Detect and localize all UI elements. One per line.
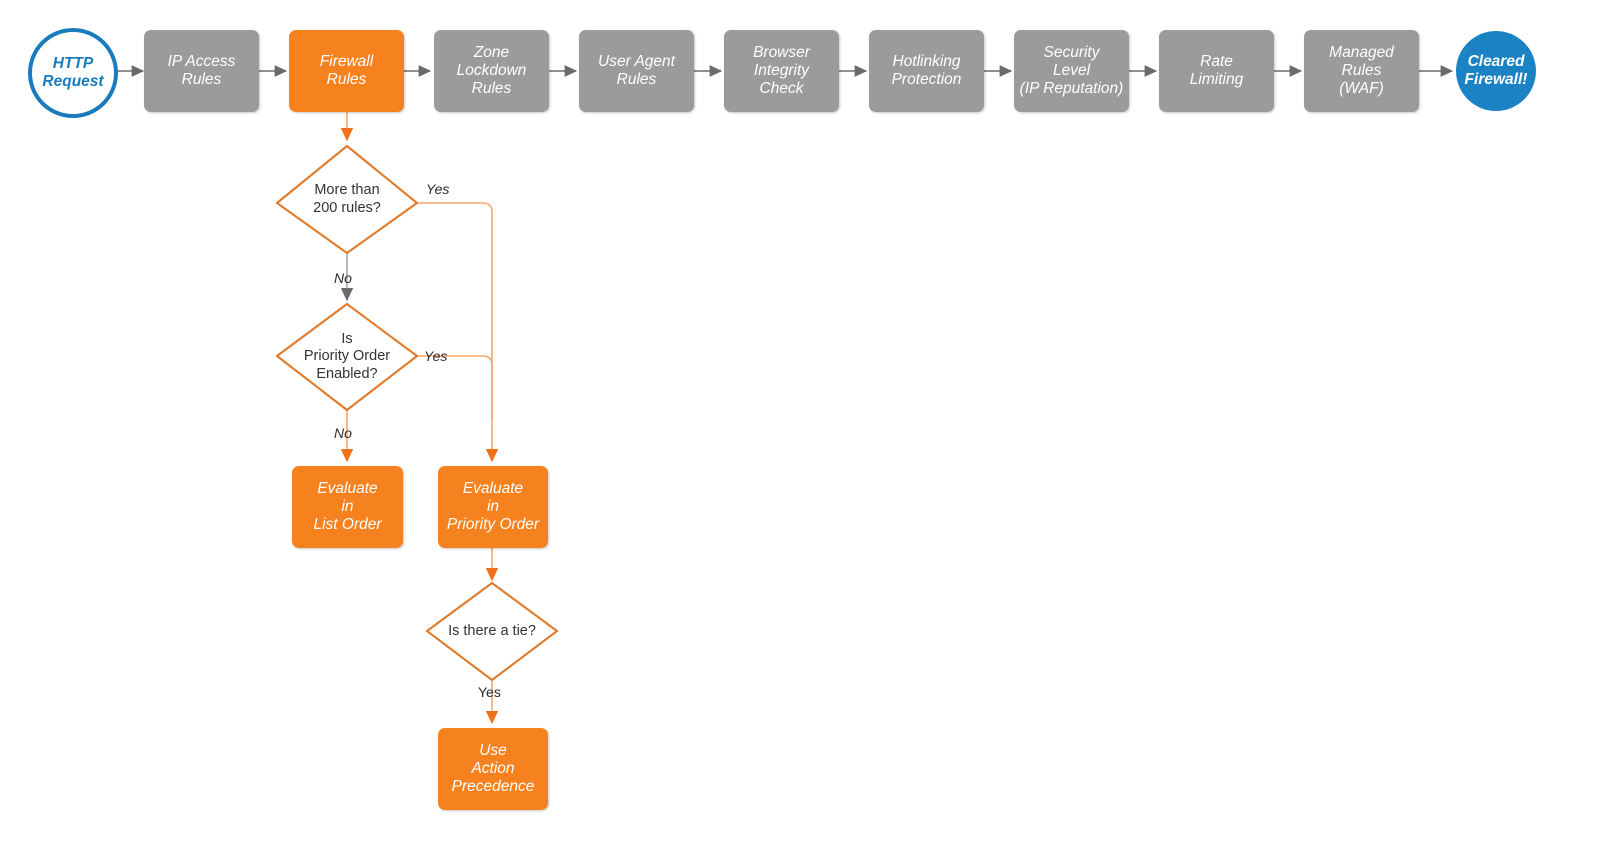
decision-priority-order-enabled[interactable]: Is Priority Order Enabled? (277, 304, 417, 410)
node-managed-rules-waf[interactable]: Managed Rules (WAF) (1304, 30, 1419, 112)
node-use-action-precedence[interactable]: Use Action Precedence (438, 728, 548, 810)
decision-label: More than 200 rules? (313, 182, 381, 216)
node-evaluate-in-priority-order[interactable]: Evaluate in Priority Order (438, 466, 548, 548)
node-label: Cleared Firewall! (1464, 52, 1528, 88)
node-label: Evaluate in Priority Order (446, 479, 540, 534)
edge-label-d2-no: No (334, 425, 352, 441)
node-rate-limiting[interactable]: Rate Limiting (1159, 30, 1274, 112)
node-label: Security Level (IP Reputation) (1019, 43, 1124, 98)
node-label: IP Access Rules (167, 52, 236, 88)
edge-label-d3-yes: Yes (478, 684, 501, 700)
node-zone-lockdown-rules[interactable]: Zone Lockdown Rules (434, 30, 549, 112)
decision-label: Is there a tie? (448, 622, 536, 639)
node-label: Browser Integrity Check (753, 43, 810, 98)
decision-label: Is Priority Order Enabled? (303, 330, 391, 382)
edge-label-d1-yes: Yes (426, 181, 450, 197)
node-user-agent-rules[interactable]: User Agent Rules (579, 30, 694, 112)
edge-label-d2-yes: Yes (424, 348, 448, 364)
node-ip-access-rules[interactable]: IP Access Rules (144, 30, 259, 112)
node-hotlinking-protection[interactable]: Hotlinking Protection (869, 30, 984, 112)
node-label: Zone Lockdown Rules (456, 43, 527, 98)
node-browser-integrity-check[interactable]: Browser Integrity Check (724, 30, 839, 112)
node-label: Rate Limiting (1189, 52, 1244, 88)
node-label: Hotlinking Protection (891, 52, 962, 88)
node-http-request[interactable]: HTTP Request (28, 28, 118, 118)
node-cleared-firewall[interactable]: Cleared Firewall! (1456, 31, 1536, 111)
node-security-level[interactable]: Security Level (IP Reputation) (1014, 30, 1129, 112)
node-label: Use Action Precedence (451, 741, 535, 796)
node-label: User Agent Rules (598, 52, 675, 88)
node-label: HTTP Request (42, 54, 104, 90)
edge-label-d1-no: No (334, 270, 352, 286)
node-label: Firewall Rules (319, 52, 374, 88)
node-label: Managed Rules (WAF) (1329, 43, 1394, 98)
node-label: Evaluate in List Order (313, 479, 382, 534)
node-firewall-rules[interactable]: Firewall Rules (289, 30, 404, 112)
node-evaluate-in-list-order[interactable]: Evaluate in List Order (292, 466, 403, 548)
decision-more-than-200-rules[interactable]: More than 200 rules? (277, 146, 417, 253)
decision-is-there-a-tie[interactable]: Is there a tie? (427, 583, 557, 680)
